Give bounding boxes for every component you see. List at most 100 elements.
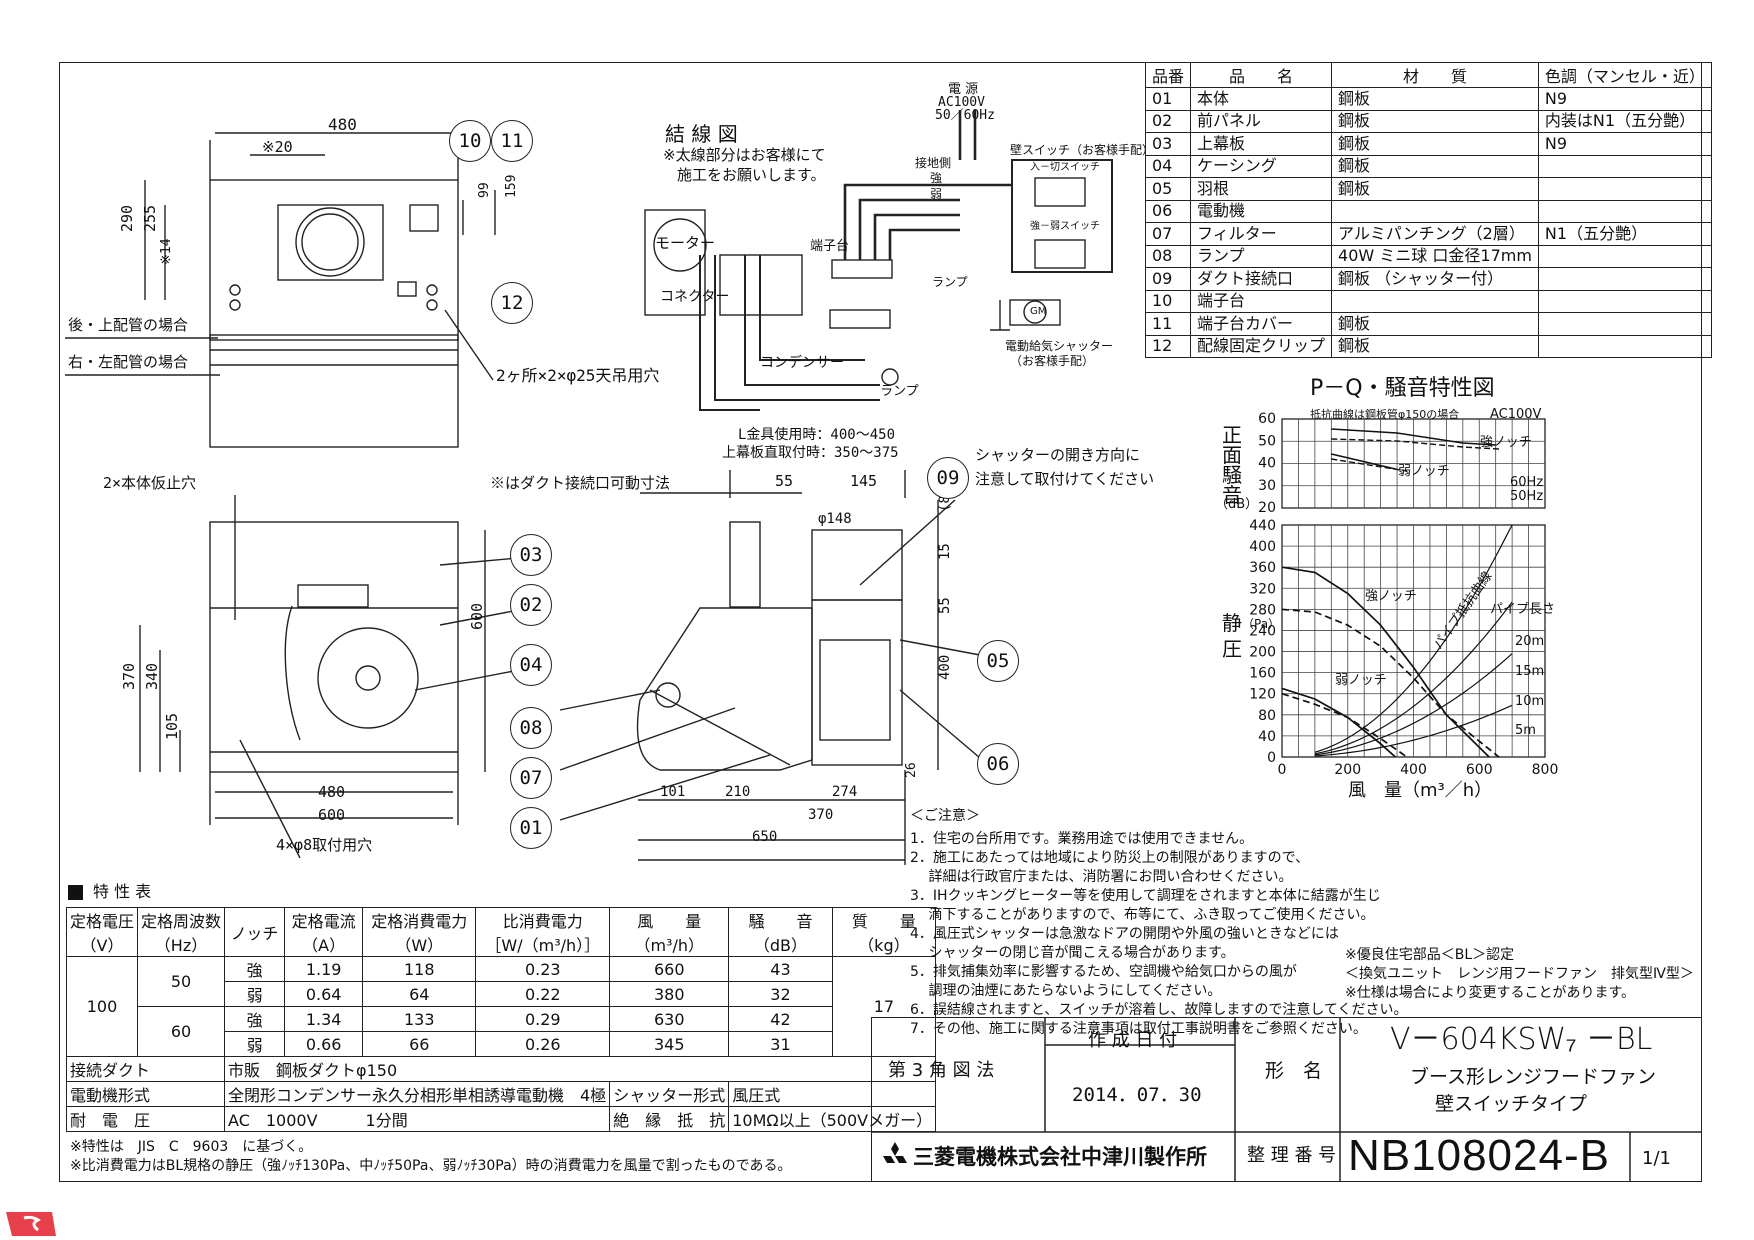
spec-flow: 380	[609, 981, 730, 1007]
note-line: 調理の油煙にあたらないようにしてください。	[910, 983, 1222, 999]
pressure-tick-label: 440	[1249, 518, 1276, 534]
notes-title: ＜ご注意＞	[910, 808, 980, 824]
creation-date: 2014．07．30	[1072, 1084, 1202, 1106]
chart-annotation: 弱ノッチ	[1335, 673, 1387, 688]
spec-notch: 弱	[224, 1031, 286, 1057]
parts-cell-material: 鋼板	[1331, 177, 1539, 201]
weak-label: 弱	[930, 187, 943, 201]
noise-ylabel: 正面騒音	[1222, 423, 1242, 507]
parts-cell-no: 02	[1144, 109, 1192, 133]
pipe-resistance-curve	[1314, 524, 1513, 753]
parts-cell-name: 電動機	[1190, 199, 1333, 223]
chart-annotation: パイプ長さ	[1490, 602, 1555, 617]
pq-series-line	[1281, 608, 1500, 758]
callout-circle: 12	[491, 282, 533, 324]
spec-power: 118	[362, 956, 477, 982]
parts-cell-no: 10	[1144, 289, 1192, 313]
pressure-tick-label: 400	[1249, 539, 1276, 555]
pq-series-line	[1281, 692, 1408, 758]
drawing-number: NB108024-B	[1348, 1131, 1610, 1180]
pq-chart-voltage: AC100V	[1490, 407, 1542, 422]
chart-annotation: 15m	[1515, 664, 1544, 679]
bl-note-2: ＜換気ユニット レンジ用フードファン 排気型Ⅳ型＞	[1345, 966, 1694, 982]
ground-side-label: 接地側	[915, 156, 952, 170]
spec-h-voltage: 定格電圧 （V）	[65, 907, 139, 957]
callout-circle: 06	[977, 743, 1019, 785]
noise-tick-label: 40	[1258, 456, 1276, 472]
model-description-2: 壁スイッチタイプ	[1435, 1093, 1588, 1115]
model-label: 形 名	[1265, 1060, 1323, 1082]
switch-strong-weak-label: 強－弱スイッチ	[1030, 221, 1100, 232]
spec-h-notch: ノッチ	[224, 907, 286, 957]
spec-power: 64	[362, 981, 477, 1007]
pq-chart-title: P－Q・騒音特性図	[1310, 376, 1495, 401]
parts-cell-color	[1537, 154, 1712, 178]
gm-label: GM	[1030, 306, 1047, 317]
parts-cell-material: 鋼板	[1331, 334, 1539, 358]
chart-annotation: 弱ノッチ	[1398, 464, 1450, 479]
spec-h-mass: 質 量 （kg）	[831, 907, 937, 957]
pipe-resistance-curve	[1314, 653, 1513, 756]
parts-cell-color: N9	[1537, 87, 1712, 111]
dimension-label: 370	[808, 807, 834, 823]
noise-tick-label: 60	[1258, 411, 1276, 427]
parts-cell-no: 07	[1144, 222, 1192, 246]
dimension-label: 2ヶ所×2×φ25天吊用穴	[496, 366, 660, 385]
pq-xlabel: 風 量（m³／h）	[1348, 780, 1493, 801]
note-line: 4．風圧式シャッターは急激なドアの開閉や外風の強いときなどには	[910, 926, 1339, 942]
note-line: 5．排気捕集効率に影響するため、空調機や給気口からの風が	[910, 964, 1297, 980]
spec-h-ratio: 比消費電力 ［W/（m³/h）］	[475, 907, 611, 957]
mitsubishi-logo-icon	[880, 1142, 910, 1170]
note-line: 3．IHクッキングヒーター等を使用して調理をされますと本体に結露が生じ	[910, 888, 1381, 904]
dimension-label: ※20	[262, 138, 293, 156]
note-line: 詳細は行政官庁または、消防署にお問い合わせください。	[910, 869, 1293, 885]
spec-h-flow: 風 量 （m³/h）	[609, 907, 730, 957]
pressure-tick-label: 0	[1267, 750, 1276, 766]
spec-insulation-value: 10MΩ以上（500Vメガー）	[728, 1106, 937, 1132]
dimension-label: ※はダクト接続口可動寸法	[490, 474, 671, 492]
parts-cell-material: 鋼板	[1331, 154, 1539, 178]
switch-on-off-label: 入－切スイッチ	[1030, 162, 1100, 173]
note-line: シャッターの閉じ音が聞こえる場合があります。	[910, 945, 1235, 961]
condenser-label: コンデンサー	[760, 355, 844, 371]
parts-cell-name: フィルター	[1190, 222, 1333, 246]
parts-cell-material: 鋼板	[1331, 109, 1539, 133]
chart-annotation: 20m	[1515, 634, 1544, 649]
model-name: V－604KSW₇ －BL	[1390, 1022, 1653, 1057]
parts-cell-color	[1537, 199, 1712, 223]
dimension-label: 600	[318, 806, 346, 824]
pipe-resistance-curve	[1314, 601, 1513, 755]
dimension-label: 2×本体仮止穴	[103, 474, 197, 492]
wiring-title: 結 線 図	[665, 122, 738, 146]
callout-circle: 01	[510, 807, 552, 849]
spec-title: 特 性 表	[93, 882, 152, 901]
spec-ratio: 0.29	[475, 1006, 611, 1032]
spec-noise: 32	[728, 981, 833, 1007]
callout-circle: 04	[510, 644, 552, 686]
parts-cell-name: 上幕板	[1190, 132, 1333, 156]
parts-cell-no: 04	[1144, 154, 1192, 178]
spec-h-power: 定格消費電力 （W）	[362, 907, 477, 957]
parts-cell-name: ケーシング	[1190, 154, 1333, 178]
dimension-label: シャッターの開き方向に	[975, 446, 1141, 464]
parts-cell-name: 本体	[1190, 87, 1333, 111]
corner-mark-icon	[4, 1208, 56, 1238]
parts-cell-no: 05	[1144, 177, 1192, 201]
noise-tick-label: 20	[1258, 500, 1276, 516]
chart-annotation: 強ノッチ	[1480, 435, 1532, 450]
note-line: 1．住宅の台所用です。業務用途では使用できません。	[910, 831, 1254, 847]
dimension-label: 右・左配管の場合	[68, 353, 189, 371]
spec-voltage: 100	[65, 956, 139, 1057]
pipe-resistance-curve	[1314, 704, 1513, 757]
dimension-label: L金具使用時：400～450	[738, 427, 896, 443]
pressure-tick-label: 240	[1249, 623, 1276, 639]
dimension-label: 274	[832, 784, 858, 800]
parts-header-material: 材 質	[1331, 62, 1539, 88]
pressure-tick-label: 80	[1258, 708, 1276, 724]
lamp-label: ランプ	[880, 384, 919, 399]
x-tick-label: 0	[1278, 762, 1287, 778]
